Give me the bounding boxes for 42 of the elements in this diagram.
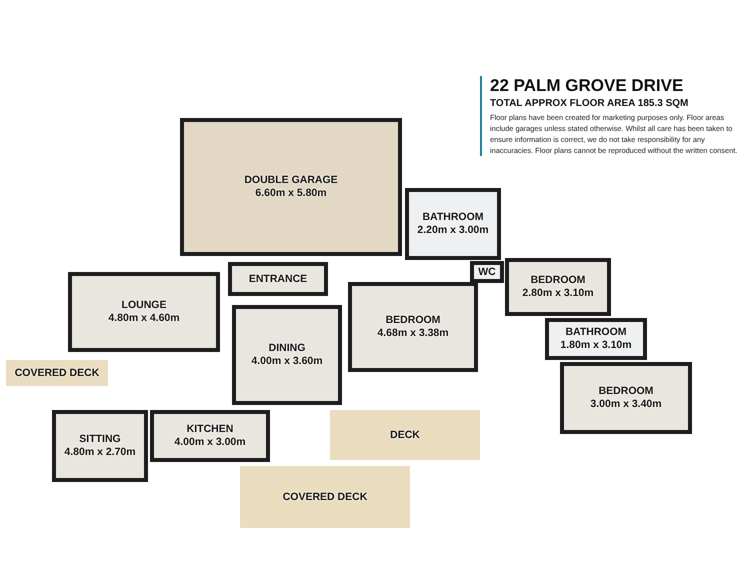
room-name: DINING [268,342,306,355]
room-dimensions: 2.20m x 3.00m [417,224,489,237]
room-floor [232,305,342,405]
room-name: BEDROOM [530,274,586,287]
room-floor [405,188,501,260]
room-name: DECK [390,428,420,442]
room-name: BEDROOM [386,314,440,327]
room-floor [545,318,647,360]
room-dimensions: 4.68m x 3.38m [377,327,449,340]
room-dimensions: 1.80m x 3.10m [560,339,632,352]
room-dimensions: 4.80m x 4.60m [108,312,180,325]
room-floor [228,262,328,296]
room-name: KITCHEN [186,423,234,436]
deck-area [240,466,410,528]
room-name: LOUNGE [122,299,166,312]
room-floor [150,410,270,462]
room-floor [52,410,148,482]
room-dimensions: 3.00m x 3.40m [590,398,662,411]
garage-floor [180,118,402,256]
room-floor [348,282,478,372]
room-dimensions: 4.00m x 3.60m [251,355,323,368]
room-dimensions: 4.00m x 3.00m [174,436,246,449]
room-dimensions: 4.80m x 2.70m [64,446,136,459]
room-floor [560,362,692,434]
room-name: SITTING [79,433,121,446]
property-title: 22 PALM GROVE DRIVE [490,76,684,96]
room-name: BATHROOM [422,211,484,224]
room-floor [470,261,504,283]
room-floor [505,258,611,316]
deck-area [6,360,108,386]
room-name: COVERED DECK [282,490,368,504]
room-name: DOUBLE GARAGE [244,174,338,187]
room-dimensions: 6.60m x 5.80m [255,187,327,200]
room-floor [68,272,220,352]
room-name: BEDROOM [598,385,654,398]
room-name: BATHROOM [565,326,627,339]
floor-area-text: TOTAL APPROX FLOOR AREA 185.3 SQM [490,98,690,110]
room-name: COVERED DECK [14,366,100,380]
room-dimensions: 2.80m x 3.10m [522,287,594,300]
deck-area [330,410,480,460]
room-name: ENTRANCE [248,272,308,286]
room-name: WC [478,266,496,278]
